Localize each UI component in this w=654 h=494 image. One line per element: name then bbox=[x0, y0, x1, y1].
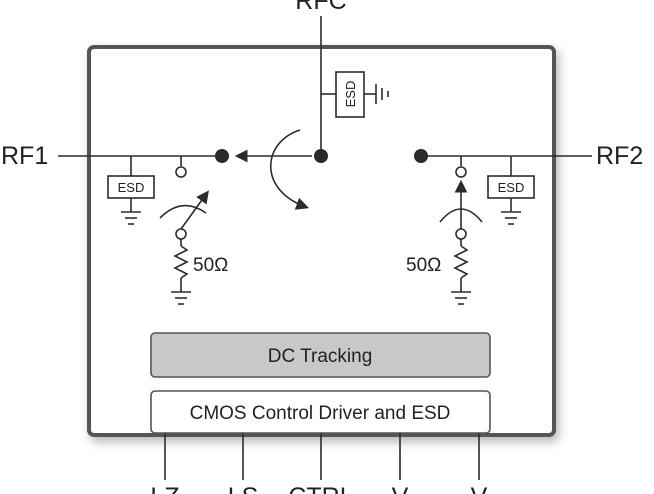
pin-label-rfc: RFC bbox=[295, 0, 346, 15]
rf2-esd-ground-icon bbox=[501, 211, 521, 225]
rf1-resistor-icon bbox=[173, 245, 189, 279]
rotation-arrow bbox=[269, 129, 310, 210]
rf1-res-ground-icon bbox=[171, 291, 191, 305]
rf2-esd-label: ESD bbox=[498, 180, 525, 195]
dc-tracking-label: DC Tracking bbox=[268, 346, 373, 367]
pin-label-rf2: RF2 bbox=[596, 142, 643, 170]
rf1-resistor-label: 50Ω bbox=[193, 255, 228, 276]
pin-label-ls: LS bbox=[228, 483, 259, 494]
rf1-esd-label: ESD bbox=[118, 180, 145, 195]
rfc-ground-icon bbox=[375, 84, 389, 104]
rf1-shunt-contact-top bbox=[175, 166, 187, 178]
pin-label-ctrl: CTRL bbox=[288, 483, 353, 494]
rf2-resistor-icon bbox=[453, 245, 469, 279]
dc-tracking-block bbox=[150, 332, 491, 378]
rf2-shunt-contact-top bbox=[455, 166, 467, 178]
pin-label-v2: V bbox=[471, 483, 488, 494]
rf2-shunt-curve bbox=[439, 208, 483, 223]
rf1-shunt-curve bbox=[159, 204, 207, 219]
rf1-shunt-arm bbox=[180, 190, 209, 230]
rf1-esd-ground-icon bbox=[121, 211, 141, 225]
pin-label-lz: LZ bbox=[150, 483, 179, 494]
rf2-shunt-contact-bottom bbox=[455, 228, 467, 240]
rf2-resistor-label: 50Ω bbox=[406, 255, 441, 276]
rfc-esd-label: ESD bbox=[343, 81, 358, 108]
rf2-res-ground-icon bbox=[451, 291, 471, 305]
rf1-shunt-contact-bottom bbox=[175, 228, 187, 240]
pin-label-v1: V bbox=[392, 483, 409, 494]
rfc-node bbox=[314, 149, 328, 163]
cmos-driver-label: CMOS Control Driver and ESD bbox=[190, 403, 451, 424]
pin-label-rf1: RF1 bbox=[1, 142, 48, 170]
rf1-node bbox=[215, 149, 229, 163]
